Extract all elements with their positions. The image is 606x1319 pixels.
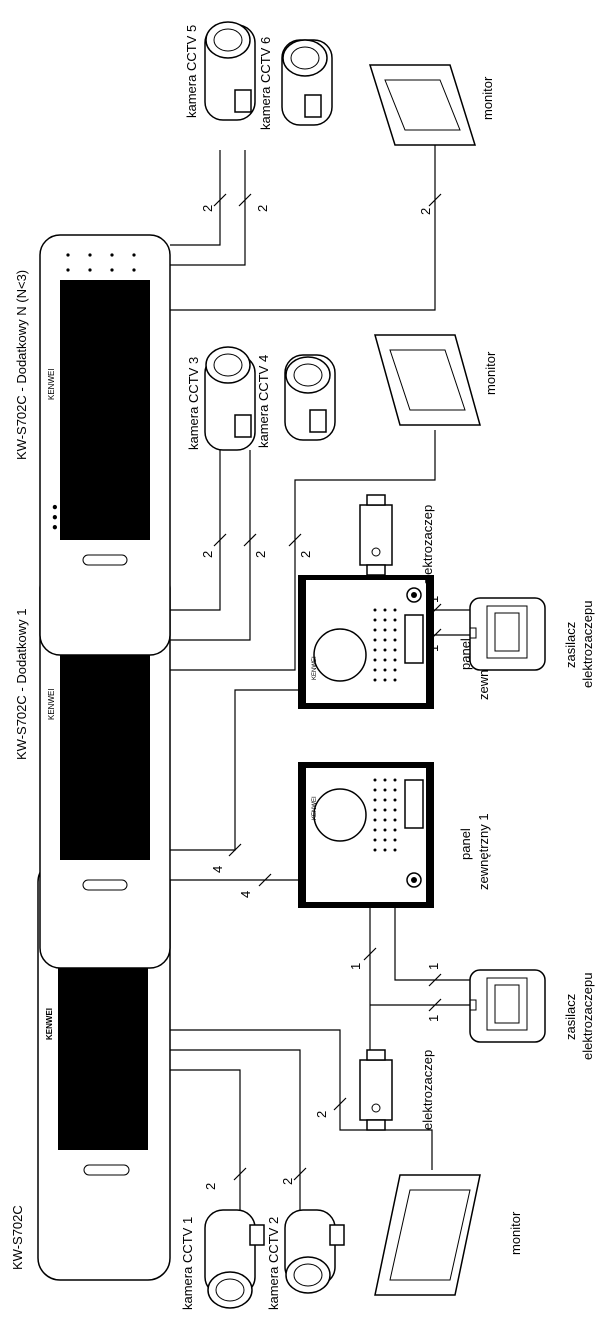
camera-cctv2 <box>284 1209 345 1294</box>
cctv6-label: kamera CCTV 6 <box>258 37 273 130</box>
power-supply-top <box>469 597 546 671</box>
outdoor-panel-1: KENWEI <box>298 762 434 908</box>
power-top-line1: zasilacz <box>563 622 578 668</box>
lock-top-label: elektrozaczep <box>420 505 435 585</box>
count-cctv4: 2 <box>253 551 268 558</box>
panel2-brand: KENWEI <box>312 656 318 680</box>
cctv2-label: kamera CCTV 2 <box>266 1217 281 1310</box>
monitor-bottom-label: monitor <box>508 1211 523 1255</box>
count-lock-bottom: 1 <box>348 963 363 970</box>
main-monitor-label: KW-S702C <box>10 1205 25 1270</box>
power-bottom-line1: zasilacz <box>563 994 578 1040</box>
count-monitor-middle: 2 <box>298 551 313 558</box>
count-cctv5: 2 <box>200 205 215 212</box>
cctv3-label: kamera CCTV 3 <box>186 357 201 450</box>
monitor-top-label: monitor <box>480 76 495 120</box>
power-bottom-line2: elektrozaczepu <box>580 973 595 1060</box>
count-monitor-top: 2 <box>418 208 433 215</box>
count-cctv2: 2 <box>280 1178 295 1185</box>
camera-cctv6 <box>281 39 333 126</box>
camera-cctv1 <box>204 1209 265 1309</box>
panel1-brand: KENWEI <box>312 796 318 820</box>
cctv5-label: kamera CCTV 5 <box>184 25 199 118</box>
monitor-middle <box>374 334 481 426</box>
electric-lock-top <box>359 494 393 576</box>
lock-bottom-label: elektrozaczep <box>420 1050 435 1130</box>
panel1-label-line2: zewnętrzny 1 <box>476 813 491 890</box>
additional-n-label: KW-S702C - Dodatkowy N (N<3) <box>14 270 29 460</box>
add1-monitor-brand: KENWEI <box>47 688 56 720</box>
monitor-middle-label: monitor <box>483 351 498 395</box>
cctv1-label: kamera CCTV 1 <box>180 1217 195 1310</box>
additional-1-label: KW-S702C - Dodatkowy 1 <box>14 609 29 761</box>
count-cctv6: 2 <box>255 205 270 212</box>
electric-lock-bottom <box>359 1049 393 1131</box>
panel1-label-line1: panel <box>458 828 473 860</box>
count-power-bottom-b: 1 <box>426 1015 441 1022</box>
ellipsis-more-monitors: • • • <box>47 504 64 530</box>
main-monitor-brand: KENWEI <box>45 1008 54 1040</box>
camera-cctv5 <box>204 21 256 121</box>
count-cctv3: 2 <box>200 551 215 558</box>
additional-monitor-n: KENWEI <box>39 234 171 656</box>
count-cctv1: 2 <box>203 1183 218 1190</box>
power-top-line2: elektrozaczepu <box>580 601 595 688</box>
camera-cctv3 <box>204 346 256 451</box>
count-panel2: 4 <box>210 866 225 873</box>
cctv4-label: kamera CCTV 4 <box>256 355 271 448</box>
power-supply-bottom <box>469 969 546 1043</box>
count-power-bottom-a: 1 <box>426 963 441 970</box>
count-panel1: 4 <box>238 891 253 898</box>
monitor-bottom <box>374 1174 481 1296</box>
outdoor-panel-2: KENWEI <box>298 575 434 709</box>
count-monitor-bottom: 2 <box>314 1111 329 1118</box>
monitor-top <box>368 64 477 146</box>
addN-monitor-brand: KENWEI <box>47 368 56 400</box>
camera-cctv4 <box>284 354 336 441</box>
additional-monitor-1: KENWEI <box>39 567 171 969</box>
